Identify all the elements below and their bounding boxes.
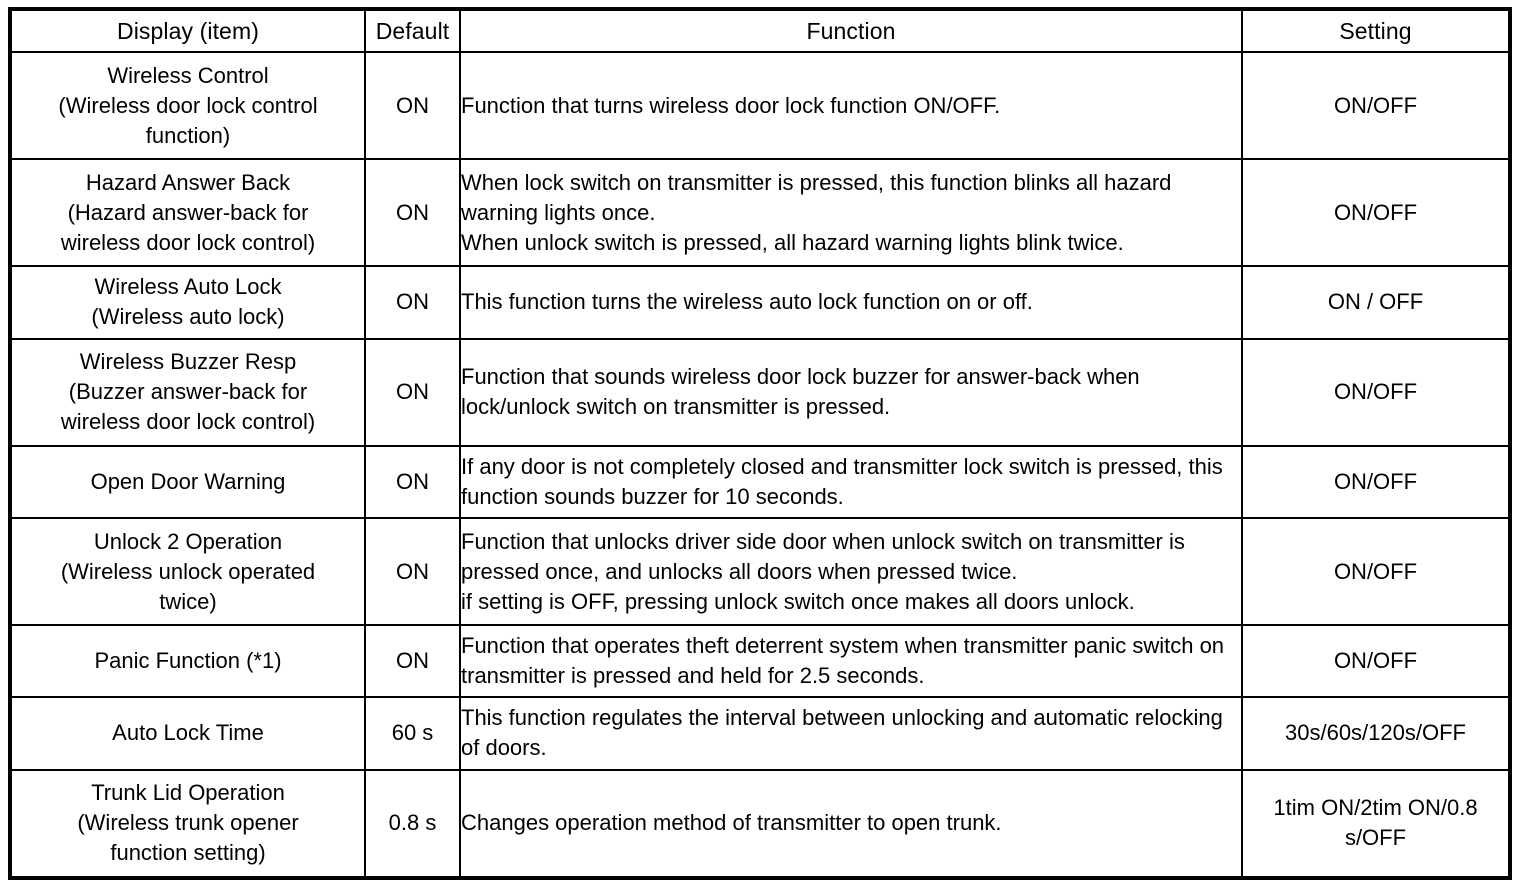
display-line: function setting) xyxy=(110,840,266,866)
column-header-setting: Setting xyxy=(1241,8,1510,53)
cell-setting-options: ON/OFF xyxy=(1241,624,1511,699)
table-row: Trunk Lid Operation (Wireless trunk opene… xyxy=(9,768,1511,880)
display-line: (Wireless trunk opener xyxy=(77,810,299,836)
cell-default-value: 0.8 s xyxy=(364,768,461,880)
function-paragraph: When unlock switch is pressed, all hazar… xyxy=(461,229,1124,255)
display-line: Panic Function (*1) xyxy=(94,648,282,674)
cell-function-description: If any door is not completely closed and… xyxy=(459,444,1243,519)
table-row: Wireless Auto Lock (Wireless auto lock) ON… xyxy=(9,265,1511,340)
display-line: wireless door lock control) xyxy=(60,229,316,255)
display-line: wireless door lock control) xyxy=(60,409,316,435)
display-line: Open Door Warning xyxy=(90,468,286,494)
function-paragraph: Function that operates theft deterrent s… xyxy=(461,633,1225,689)
table-header: Display (item) Default Function Setting xyxy=(10,8,1510,53)
function-paragraph: if setting is OFF, pressing unlock switc… xyxy=(461,588,1135,614)
cell-setting-options: ON / OFF xyxy=(1241,265,1511,340)
cell-function-description: Function that unlocks driver side door w… xyxy=(459,516,1243,627)
display-line: Trunk Lid Operation xyxy=(91,780,285,806)
cell-function-description: Function that sounds wireless door lock … xyxy=(459,337,1243,447)
cell-setting-options: ON/OFF xyxy=(1241,50,1511,161)
function-paragraph: This function regulates the interval bet… xyxy=(461,705,1223,761)
cell-display-item: Unlock 2 Operation (Wireless unlock opera… xyxy=(9,516,366,627)
column-header-display: Display (item) xyxy=(10,8,366,53)
function-paragraph: When lock switch on transmitter is press… xyxy=(461,169,1172,225)
function-paragraph: Function that unlocks driver side door w… xyxy=(461,528,1185,584)
display-line: (Wireless door lock control xyxy=(58,92,318,118)
cell-default-value: ON xyxy=(364,158,461,268)
cell-function-description: When lock switch on transmitter is press… xyxy=(459,158,1243,268)
table-header-row: Display (item) Default Function Setting xyxy=(10,8,1510,53)
display-line: Hazard Answer Back xyxy=(85,169,291,195)
cell-function-description: This function regulates the interval bet… xyxy=(459,696,1243,771)
function-paragraph: Function that turns wireless door lock f… xyxy=(461,92,1001,118)
cell-function-description: Function that turns wireless door lock f… xyxy=(459,50,1243,161)
function-paragraph: Changes operation method of transmitter … xyxy=(461,810,1002,836)
cell-setting-options: ON/OFF xyxy=(1241,337,1511,447)
cell-setting-options: 1tim ON/2tim ON/0.8 s/OFF xyxy=(1241,768,1511,880)
display-line: Wireless Auto Lock xyxy=(94,274,282,300)
table-row: Wireless Control (Wireless door lock cont… xyxy=(9,50,1511,161)
function-paragraph: If any door is not completely closed and… xyxy=(461,453,1223,509)
display-line: Auto Lock Time xyxy=(112,720,264,746)
cell-function-description: Changes operation method of transmitter … xyxy=(459,768,1243,880)
table-row: Wireless Buzzer Resp (Buzzer answer-back … xyxy=(9,337,1511,447)
cell-default-value: ON xyxy=(364,624,461,699)
cell-function-description: This function turns the wireless auto lo… xyxy=(459,265,1243,340)
function-paragraph: This function turns the wireless auto lo… xyxy=(461,289,1033,315)
cell-display-item: Panic Function (*1) xyxy=(9,624,366,699)
cell-display-item: Wireless Buzzer Resp (Buzzer answer-back … xyxy=(9,337,366,447)
display-line: (Wireless auto lock) xyxy=(91,304,285,330)
cell-setting-options: ON/OFF xyxy=(1241,444,1511,519)
cell-setting-options: 30s/60s/120s/OFF xyxy=(1241,696,1511,771)
display-line: Unlock 2 Operation xyxy=(93,528,283,554)
table-row: Unlock 2 Operation (Wireless unlock opera… xyxy=(9,516,1511,627)
cell-default-value: ON xyxy=(364,337,461,447)
function-paragraph: Function that sounds wireless door lock … xyxy=(461,364,1140,420)
display-line: function) xyxy=(145,122,231,148)
cell-display-item: Wireless Control (Wireless door lock cont… xyxy=(9,50,366,161)
cell-setting-options: ON/OFF xyxy=(1241,516,1511,627)
display-line: Wireless Control xyxy=(107,62,269,88)
cell-default-value: ON xyxy=(364,50,461,161)
cell-display-item: Hazard Answer Back (Hazard answer-back fo… xyxy=(9,158,366,268)
display-line: (Hazard answer-back for xyxy=(67,199,309,225)
display-line: (Wireless unlock operated xyxy=(60,558,316,584)
cell-display-item: Auto Lock Time xyxy=(9,696,366,771)
cell-default-value: ON xyxy=(364,265,461,340)
settings-specification-table: Display (item) Default Function Setting … xyxy=(8,7,1512,880)
cell-display-item: Trunk Lid Operation (Wireless trunk opene… xyxy=(9,768,366,880)
cell-setting-options: ON/OFF xyxy=(1241,158,1511,268)
display-line: Wireless Buzzer Resp xyxy=(79,349,297,375)
column-header-default: Default xyxy=(364,8,461,53)
display-line: twice) xyxy=(159,588,217,614)
column-header-function: Function xyxy=(459,8,1243,53)
table-row: Hazard Answer Back (Hazard answer-back fo… xyxy=(9,158,1511,268)
cell-function-description: Function that operates theft deterrent s… xyxy=(459,624,1243,699)
cell-default-value: ON xyxy=(364,444,461,519)
cell-default-value: ON xyxy=(364,516,461,627)
cell-display-item: Wireless Auto Lock (Wireless auto lock) xyxy=(9,265,366,340)
table-body: Wireless Control (Wireless door lock cont… xyxy=(9,50,1511,880)
display-line: (Buzzer answer-back for xyxy=(68,379,308,405)
cell-default-value: 60 s xyxy=(364,696,461,771)
cell-display-item: Open Door Warning xyxy=(9,444,366,519)
